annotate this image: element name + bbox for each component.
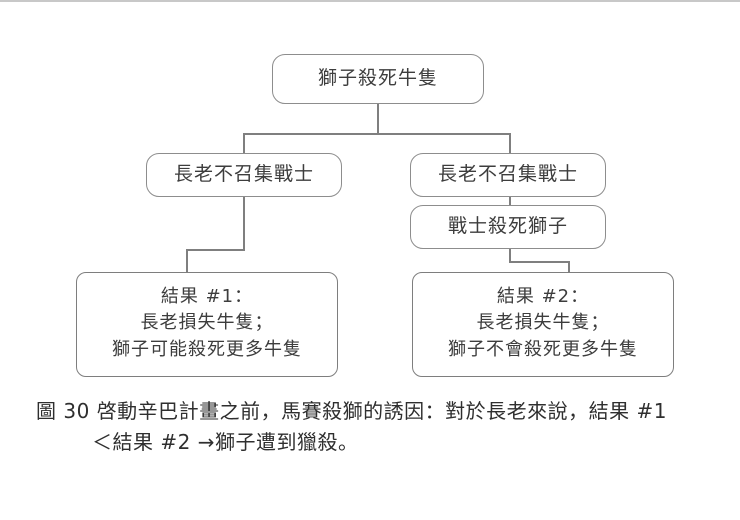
node-right-warriors-kill-lion: 戰士殺死獅子 xyxy=(410,205,606,249)
connector-right-branch-jog xyxy=(509,261,570,263)
figure-caption-line-1: 圖 30 啓動辛巴計畫之前，馬賽殺獅的誘因：對於長老來說，結果 #1 xyxy=(36,399,668,423)
node-left-elders-do-not-summon-warriors: 長老不召集戰士 xyxy=(146,153,342,197)
node-right-1-label: 長老不召集戰士 xyxy=(437,163,578,186)
outcome-1-line-3: 獅子可能殺死更多牛隻 xyxy=(112,338,302,360)
connector-split-bar xyxy=(243,133,511,135)
node-root-label: 獅子殺死牛隻 xyxy=(317,67,438,90)
decision-tree-diagram: 獅子殺死牛隻 長老不召集戰士 長老不召集戰士 戰士殺死獅子 結果 #1： 長老損… xyxy=(76,54,674,377)
outcome-2-line-2: 長老損失牛隻； xyxy=(476,312,610,334)
page-top-rule xyxy=(0,0,740,2)
node-outcome-2: 結果 #2： 長老損失牛隻； 獅子不會殺死更多牛隻 xyxy=(412,272,674,377)
figure-caption-line-2: ＜結果 #2 →獅子遭到獵殺。 xyxy=(92,430,359,454)
connector-root-stem xyxy=(377,104,379,134)
connector-left-branch-jog xyxy=(186,249,245,251)
outcome-1-line-2: 長老損失牛隻； xyxy=(140,312,274,334)
outcome-2-line-1: 結果 #2： xyxy=(496,286,590,308)
node-right-elders-do-not-summon-warriors: 長老不召集戰士 xyxy=(410,153,606,197)
node-right-2-label: 戰士殺死獅子 xyxy=(447,215,568,238)
outcome-1-line-1: 結果 #1： xyxy=(160,286,254,308)
connector-split-right-drop xyxy=(509,133,511,154)
outcome-2-line-3: 獅子不會殺死更多牛隻 xyxy=(448,338,638,360)
connector-left-branch-lower xyxy=(186,249,188,273)
node-outcome-1: 結果 #1： 長老損失牛隻； 獅子可能殺死更多牛隻 xyxy=(76,272,338,377)
node-left-1-label: 長老不召集戰士 xyxy=(173,163,314,186)
figure-caption: 圖 30 啓動辛巴計畫之前，馬賽殺獅的誘因：對於長老來說，結果 #1 ＜結果 #… xyxy=(0,396,740,458)
connector-right-branch-upper xyxy=(509,248,511,263)
connector-right-branch-middle xyxy=(509,196,511,207)
connector-left-branch-upper xyxy=(243,196,245,250)
connector-right-branch-lower xyxy=(568,261,570,273)
connector-split-left-drop xyxy=(243,133,245,154)
node-root: 獅子殺死牛隻 xyxy=(272,54,484,104)
